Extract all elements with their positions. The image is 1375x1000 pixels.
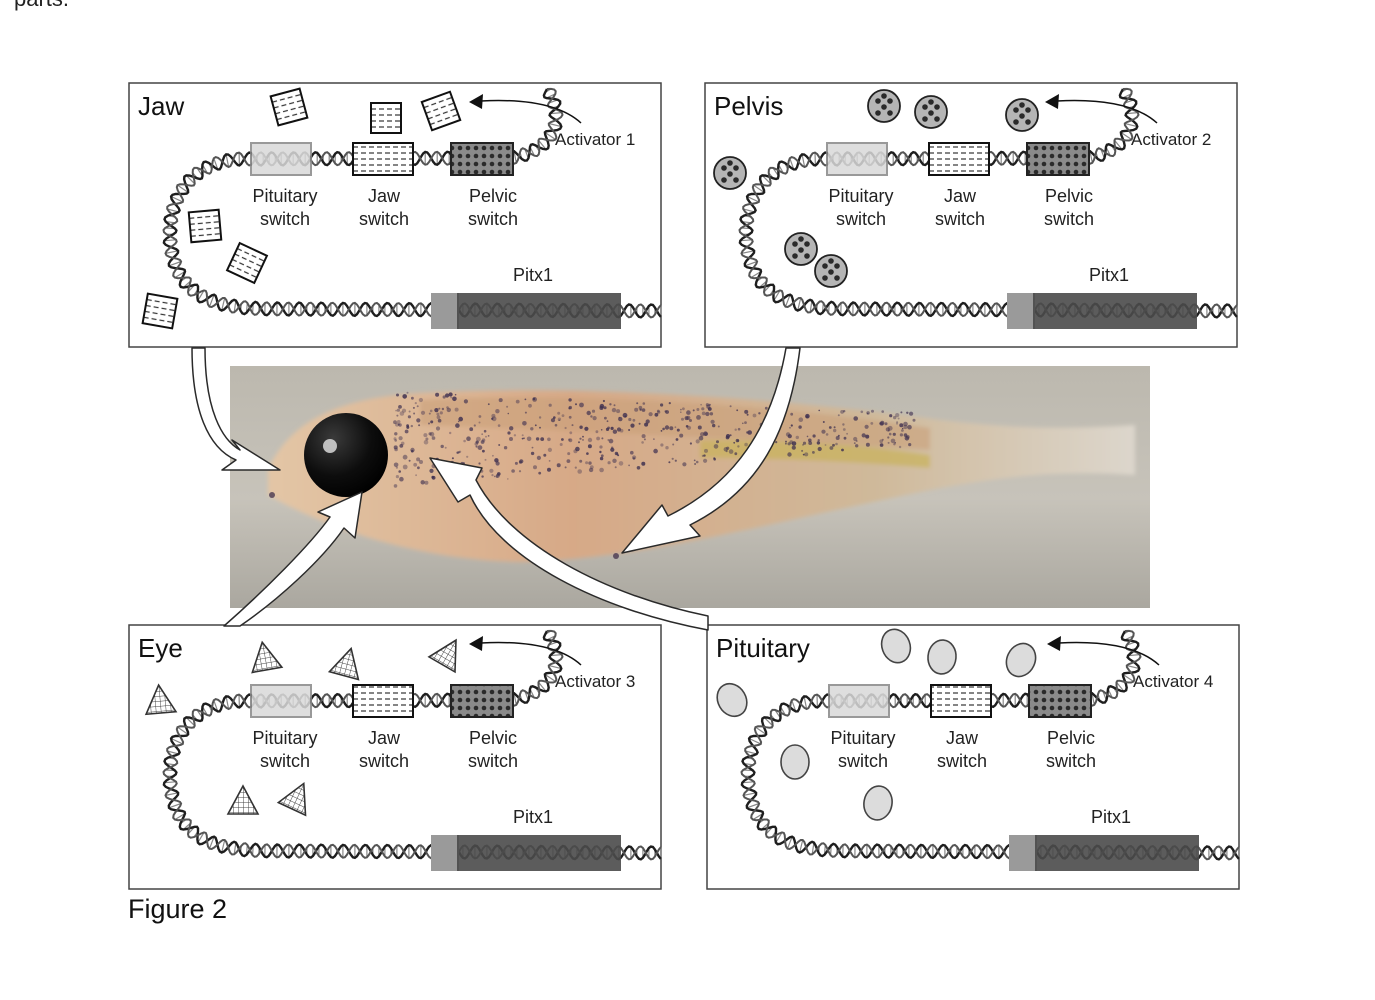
switch-label: switch	[838, 751, 888, 771]
switch-label: switch	[1044, 209, 1094, 229]
activator-label: Activator 3	[555, 672, 635, 691]
panel-pituitary: PituitaryPituitaryswitchJawswitchPelvics…	[706, 624, 1240, 890]
activator-molecule	[927, 639, 957, 675]
activator-arrow	[1056, 99, 1158, 124]
activator-label: Activator 1	[555, 130, 635, 149]
panel-title: Pelvis	[714, 91, 783, 121]
activator-molecule	[141, 292, 179, 330]
activator-molecule	[276, 781, 307, 817]
pelvic-switch-box	[1026, 142, 1090, 176]
activator-arrow	[480, 641, 582, 666]
connecting-arrows	[191, 347, 801, 631]
jaw-switch-box	[930, 684, 992, 718]
activator-arrow	[1058, 641, 1160, 666]
activator-label: Activator 4	[1133, 672, 1213, 691]
switch-label: Pelvic	[469, 728, 517, 748]
fish-eye	[304, 413, 388, 497]
switch-label: Pituitary	[830, 728, 895, 748]
switch-label: switch	[468, 751, 518, 771]
figure-caption: Figure 2	[128, 894, 228, 924]
activator-molecule	[814, 254, 848, 288]
activator-molecule	[420, 90, 462, 132]
pitx1-gene-bar	[457, 293, 621, 329]
activator-molecule	[187, 208, 223, 244]
switch-label: switch	[836, 209, 886, 229]
activator-molecule	[251, 640, 284, 674]
pelvic-switch-box	[1028, 684, 1092, 718]
panel-jaw: JawPituitaryswitchJawswitchPelvicswitchP…	[128, 82, 662, 348]
activator-molecule	[867, 89, 901, 123]
activator-molecule	[144, 683, 178, 716]
jaw-switch-box	[352, 142, 414, 176]
switch-label: switch	[359, 751, 409, 771]
promoter-box	[431, 835, 459, 871]
activator-molecule	[863, 785, 893, 821]
panel-title: Eye	[138, 633, 183, 663]
arrow-pituitary-panel-to-head	[429, 457, 709, 631]
activator-molecule	[914, 95, 948, 129]
jaw-switch-box	[928, 142, 990, 176]
activator-molecule	[370, 102, 402, 134]
switch-label: Pituitary	[828, 186, 893, 206]
switch-label: switch	[1046, 751, 1096, 771]
pelvic-switch-box	[450, 684, 514, 718]
gene-label: Pitx1	[513, 265, 553, 285]
pitx1-gene-bar	[1035, 835, 1199, 871]
pitx1-gene-bar	[457, 835, 621, 871]
switch-label: Pituitary	[252, 728, 317, 748]
promoter-box	[1009, 835, 1037, 871]
activator-molecule	[713, 156, 747, 190]
switch-label: Pelvic	[469, 186, 517, 206]
activator-molecule	[1005, 642, 1037, 678]
switch-label: switch	[468, 209, 518, 229]
switch-label: Pelvic	[1047, 728, 1095, 748]
fish-photo	[230, 366, 1150, 608]
switch-label: Pituitary	[252, 186, 317, 206]
switch-label: Jaw	[368, 186, 401, 206]
switch-label: switch	[935, 209, 985, 229]
promoter-box	[431, 293, 459, 329]
switch-label: Jaw	[946, 728, 979, 748]
pitx1-gene-bar	[1033, 293, 1197, 329]
activator-molecule	[225, 241, 269, 285]
activator-molecule	[427, 638, 457, 674]
switch-label: Jaw	[944, 186, 977, 206]
pituitary-switch-box	[250, 142, 312, 176]
arrow-jaw-to-mouth	[191, 347, 281, 471]
promoter-box	[1007, 293, 1035, 329]
gene-label: Pitx1	[1091, 807, 1131, 827]
pituitary-switch-box	[250, 684, 312, 718]
activator-molecule	[226, 784, 260, 815]
arrow-eye-panel-to-eye	[223, 491, 363, 627]
gene-label: Pitx1	[1089, 265, 1129, 285]
switch-label: switch	[260, 751, 310, 771]
switch-label: switch	[937, 751, 987, 771]
jaw-switch-box	[352, 684, 414, 718]
switch-label: switch	[260, 209, 310, 229]
arrow-pelvis-to-fin	[621, 347, 801, 554]
switch-label: Jaw	[368, 728, 401, 748]
activator-label: Activator 2	[1131, 130, 1211, 149]
activator-molecule	[716, 682, 748, 718]
panel-title: Jaw	[138, 91, 184, 121]
activator-molecule	[784, 232, 818, 266]
pituitary-switch-box	[826, 142, 888, 176]
switch-label: Pelvic	[1045, 186, 1093, 206]
pituitary-switch-box	[828, 684, 890, 718]
pelvic-switch-box	[450, 142, 514, 176]
activator-molecule	[880, 628, 912, 664]
activator-molecule	[269, 87, 309, 127]
activator-arrow	[480, 99, 582, 124]
gene-label: Pitx1	[513, 807, 553, 827]
activator-molecule	[780, 744, 810, 780]
activator-molecule	[1005, 98, 1039, 132]
panel-title: Pituitary	[716, 633, 810, 663]
switch-label: switch	[359, 209, 409, 229]
activator-molecule	[327, 646, 360, 681]
top-fragment-text: parts.	[14, 0, 69, 12]
